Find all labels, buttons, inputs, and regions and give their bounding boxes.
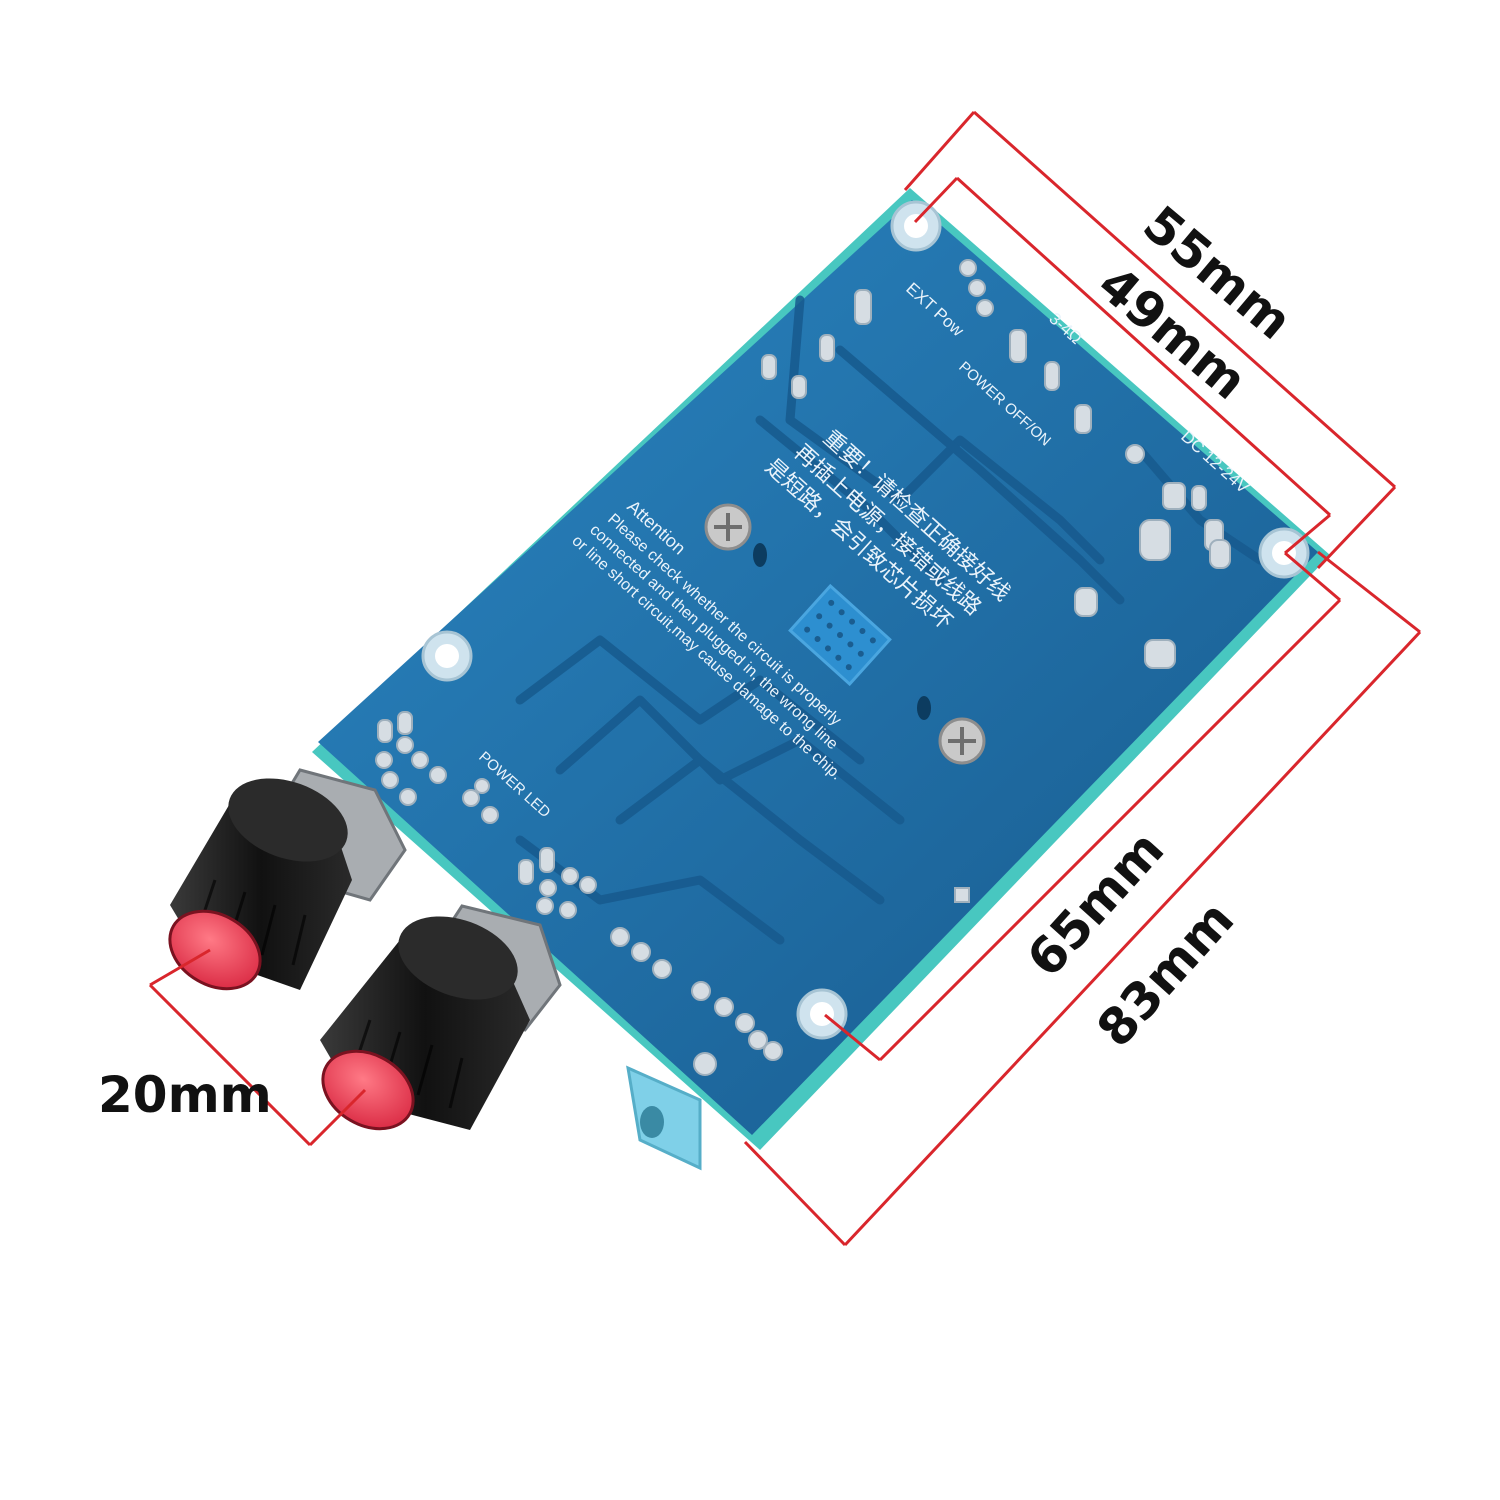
- dimension-49-line: [955, 176, 1332, 517]
- board-slot: [753, 543, 767, 567]
- audio-jack-icon: [626, 1065, 702, 1171]
- mounting-hole-icon: [796, 988, 848, 1040]
- pcb-traces: [515, 295, 1265, 945]
- screw-icon: [704, 503, 752, 551]
- dimension-65-line: [878, 598, 1342, 1062]
- mounting-hole-icon: [1258, 527, 1310, 579]
- mounting-hole-icon: [890, 200, 942, 252]
- potentiometer-knob-icon: [168, 768, 407, 991]
- dimension-20-line: [148, 983, 312, 1147]
- chip-pad: [788, 583, 892, 687]
- dimension-55-line: [973, 110, 1396, 489]
- solder-joints: [375, 259, 1231, 1076]
- pcb-board: EXT Pow 3-4Ω POWER OFF/ON DC 12-24V POWE…: [312, 188, 1330, 1150]
- mounting-hole-icon: [421, 630, 473, 682]
- dimension-20-label: 20mm: [98, 1066, 272, 1124]
- dimension-83-line: [843, 630, 1422, 1247]
- dimension-lines: [148, 110, 1422, 1247]
- board-slot: [917, 696, 931, 720]
- potentiometer-knob-icon: [320, 904, 562, 1131]
- screw-icon: [938, 717, 986, 765]
